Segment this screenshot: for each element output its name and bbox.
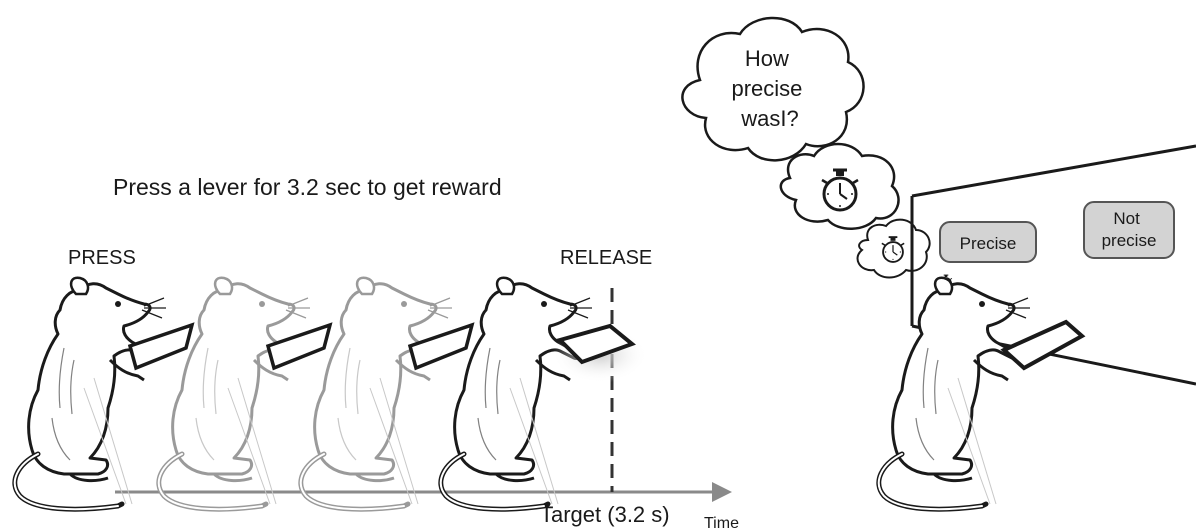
rat-release bbox=[441, 278, 592, 509]
target-label: Target (3.2 s) bbox=[540, 502, 670, 527]
precise-button[interactable] bbox=[939, 221, 1037, 263]
lever-3 bbox=[407, 322, 475, 371]
release-label: RELEASE bbox=[560, 247, 652, 269]
press-label: PRESS bbox=[68, 247, 136, 269]
lever-right bbox=[1000, 319, 1086, 371]
lever-released bbox=[556, 323, 636, 365]
rat-press bbox=[15, 278, 166, 509]
lever-1 bbox=[127, 322, 195, 371]
thought-text: How precise wasI? bbox=[731, 46, 808, 131]
instruction-text: Press a lever for 3.2 sec to get reward bbox=[113, 174, 502, 200]
thought-cloud bbox=[681, 16, 865, 162]
time-axis-arrowhead bbox=[712, 482, 732, 502]
precise-button-label: Precise bbox=[960, 234, 1017, 253]
not-precise-button-label: Not precise bbox=[1102, 209, 1157, 250]
rat-deciding bbox=[879, 278, 1030, 509]
rat-hold-2 bbox=[301, 278, 452, 509]
time-label: Time bbox=[704, 515, 739, 532]
not-precise-button[interactable] bbox=[1083, 201, 1175, 259]
lever-2 bbox=[265, 322, 333, 371]
rat-hold-1 bbox=[159, 278, 310, 509]
